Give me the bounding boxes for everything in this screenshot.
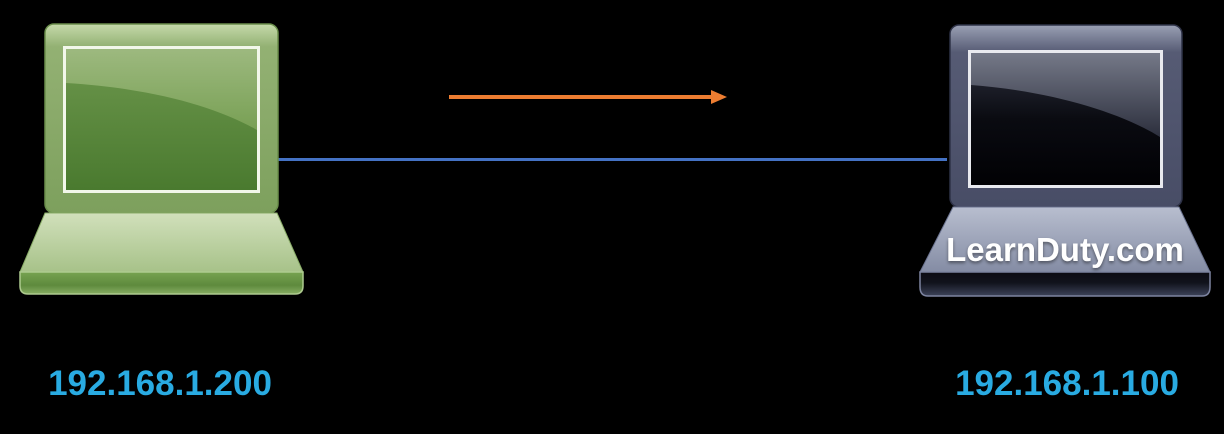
- laptop-lid: [44, 23, 279, 214]
- server-ip-label: 192.168.1.100: [955, 364, 1179, 403]
- network-link-line: [271, 158, 947, 161]
- screen-gloss-highlight: [66, 49, 257, 130]
- client-ip-label: 192.168.1.200: [48, 364, 272, 403]
- laptop-base: [19, 212, 304, 295]
- laptop-lid: [949, 24, 1183, 208]
- server-laptop-icon: [919, 24, 1211, 297]
- screen-gloss-highlight: [971, 53, 1160, 137]
- server-name-label: LearnDuty.com: [946, 231, 1184, 268]
- arrow-shaft: [449, 95, 713, 99]
- arrow-head: [711, 90, 727, 104]
- laptop-base: [919, 206, 1211, 297]
- client-laptop-icon: [19, 23, 304, 295]
